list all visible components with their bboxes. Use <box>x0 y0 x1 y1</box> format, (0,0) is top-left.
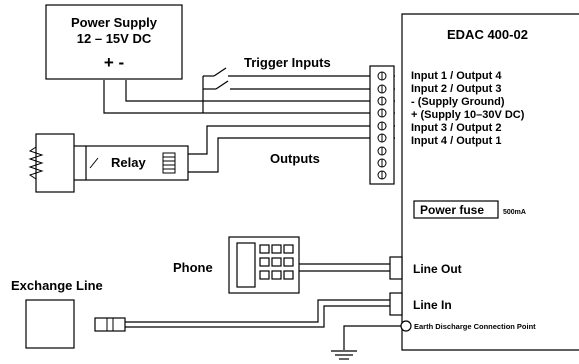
trigger-switch-1 <box>213 67 227 77</box>
supply-positive-wire <box>103 80 395 114</box>
edac-title: EDAC 400-02 <box>447 27 528 42</box>
line-in-jack <box>389 292 403 316</box>
earth-connection-point <box>400 320 412 332</box>
power-fuse-label: Power fuse <box>420 203 484 217</box>
exchange-line-label: Exchange Line <box>11 278 103 293</box>
line-out-jack <box>389 256 403 280</box>
resistor-icon <box>28 146 44 180</box>
power-supply-title: Power Supply <box>71 15 158 30</box>
terminal-label-6: Input 4 / Output 1 <box>411 135 501 147</box>
terminal-label-2: Input 2 / Output 3 <box>411 83 501 95</box>
line-in-label: Line In <box>413 298 452 312</box>
terminal-label-3: - (Supply Ground) <box>411 96 505 108</box>
trigger-switch-2 <box>215 80 229 90</box>
phone-icon <box>228 236 300 294</box>
relay-contact-icon <box>89 157 99 169</box>
relay-label: Relay <box>111 155 146 170</box>
power-supply-voltage: 12 – 15V DC <box>77 31 152 46</box>
exchange-wall-socket <box>25 299 75 349</box>
terminal-screws <box>377 71 387 180</box>
power-fuse-box <box>413 200 499 219</box>
earth-wire <box>343 325 401 350</box>
power-supply-terminals: + - <box>104 53 124 72</box>
edac-box <box>401 13 579 351</box>
ground-icon <box>331 350 357 360</box>
terminal-label-5: Input 3 / Output 2 <box>411 122 501 134</box>
terminal-label-4: + (Supply 10–30V DC) <box>411 109 525 121</box>
relay-supply-wire <box>188 125 395 155</box>
earth-label: Earth Discharge Connection Point <box>414 322 536 331</box>
phone-plug-icon <box>94 317 126 332</box>
power-supply-box <box>45 4 183 80</box>
exchange-line-wire-b <box>125 305 390 328</box>
exchange-line-wire-a <box>125 299 390 323</box>
fuse-rating: 500mA <box>503 209 526 216</box>
phone-label: Phone <box>173 260 213 275</box>
outputs-label: Outputs <box>270 151 320 166</box>
trigger-inputs-label: Trigger Inputs <box>244 55 331 70</box>
supply-negative-wire <box>125 80 395 102</box>
line-out-label: Line Out <box>413 262 462 276</box>
terminal-label-1: Input 1 / Output 4 <box>411 70 502 82</box>
relay-box <box>85 145 189 181</box>
output2-wire <box>188 137 395 173</box>
relay-coil-icon <box>162 152 176 174</box>
